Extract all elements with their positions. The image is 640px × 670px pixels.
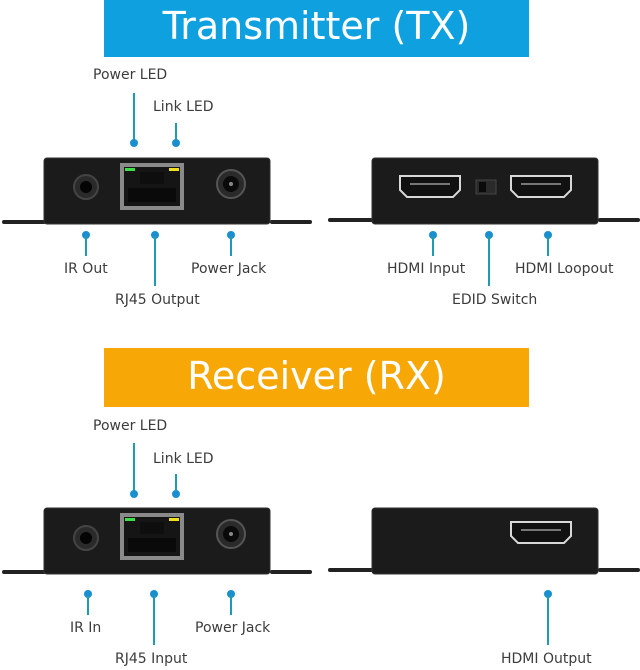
tx-rear-device	[328, 157, 640, 225]
rx-rj45-label: RJ45 Input	[115, 651, 188, 667]
rx-hdmi-output-callout-line	[547, 595, 549, 645]
rx-power-jack-callout-line	[230, 595, 232, 615]
rx-ir-callout-line	[87, 595, 89, 615]
rx-power-led-callout-line	[133, 443, 135, 493]
rx-front-device	[2, 507, 312, 575]
tx-hdmi-input-label: HDMI Input	[387, 261, 466, 277]
power-jack-icon	[216, 519, 246, 549]
receiver-title: Receiver (RX)	[187, 354, 446, 398]
tx-hdmi-loopout-label: HDMI Loopout	[515, 261, 614, 277]
power-led-indicator	[125, 168, 135, 171]
rx-hdmi-output-label: HDMI Output	[501, 651, 592, 667]
rx-link-led-label: Link LED	[153, 451, 214, 467]
tx-edid-switch-label: EDID Switch	[452, 292, 538, 308]
rx-hdmi-output-callout-dot	[544, 590, 552, 598]
tx-power-led-label: Power LED	[93, 67, 168, 83]
power-jack-icon	[216, 169, 246, 199]
rx-power-led-label: Power LED	[93, 418, 168, 434]
mounting-bracket-left	[2, 570, 46, 574]
rx-ir-callout-dot	[84, 590, 92, 598]
tx-link-led-label: Link LED	[153, 99, 214, 115]
rx-ir-label: IR In	[70, 620, 102, 636]
tx-power-jack-label: Power Jack	[191, 261, 267, 277]
tx-ir-callout-line	[85, 236, 87, 256]
rx-rj45-callout-line	[153, 595, 155, 645]
rj45-port-icon	[120, 513, 184, 560]
tx-hdmi-input-callout-dot	[429, 231, 437, 239]
tx-power-jack-callout-dot	[227, 231, 235, 239]
tx-ir-callout-dot	[82, 231, 90, 239]
ir-out-port-icon	[73, 174, 99, 200]
rx-power-led-callout-dot	[130, 490, 138, 498]
ir-in-port-icon	[73, 525, 99, 551]
tx-power-led-callout-line	[133, 93, 135, 143]
tx-link-led-callout-line	[175, 123, 177, 141]
rx-link-led-callout-line	[175, 474, 177, 492]
mounting-bracket-right	[598, 568, 640, 572]
transmitter-banner: Transmitter (TX)	[104, 0, 529, 57]
hdmi-loopout-port-icon	[510, 175, 572, 198]
tx-power-led-callout-dot	[130, 139, 138, 147]
edid-switch-icon	[475, 179, 497, 195]
mounting-bracket-left	[328, 568, 374, 572]
rx-power-jack-label: Power Jack	[195, 620, 271, 636]
mounting-bracket-left	[328, 218, 374, 222]
tx-edid-switch-callout-line	[488, 236, 490, 286]
tx-edid-switch-callout-dot	[485, 231, 493, 239]
rx-power-jack-callout-dot	[227, 590, 235, 598]
tx-link-led-callout-dot	[172, 139, 180, 147]
tx-hdmi-loopout-callout-line	[547, 236, 549, 256]
mounting-bracket-right	[270, 220, 312, 224]
rj45-port-icon	[120, 163, 184, 210]
power-led-indicator	[125, 518, 135, 521]
tx-front-device	[2, 157, 312, 225]
tx-power-jack-callout-line	[230, 236, 232, 256]
tx-ir-label: IR Out	[64, 261, 108, 277]
tx-hdmi-loopout-callout-dot	[544, 231, 552, 239]
hdmi-input-port-icon	[399, 175, 461, 198]
link-led-indicator	[169, 168, 179, 171]
mounting-bracket-right	[598, 218, 640, 222]
tx-rj45-label: RJ45 Output	[115, 292, 200, 308]
transmitter-title: Transmitter (TX)	[162, 4, 471, 48]
tx-rj45-callout-dot	[151, 231, 159, 239]
rx-rj45-callout-dot	[150, 590, 158, 598]
link-led-indicator	[169, 518, 179, 521]
mounting-bracket-left	[2, 220, 46, 224]
tx-rj45-callout-line	[154, 236, 156, 286]
receiver-banner: Receiver (RX)	[104, 348, 529, 407]
rx-link-led-callout-dot	[172, 490, 180, 498]
rx-rear-device	[328, 507, 640, 575]
hdmi-output-port-icon	[510, 521, 572, 544]
mounting-bracket-right	[270, 570, 312, 574]
tx-hdmi-input-callout-line	[432, 236, 434, 256]
